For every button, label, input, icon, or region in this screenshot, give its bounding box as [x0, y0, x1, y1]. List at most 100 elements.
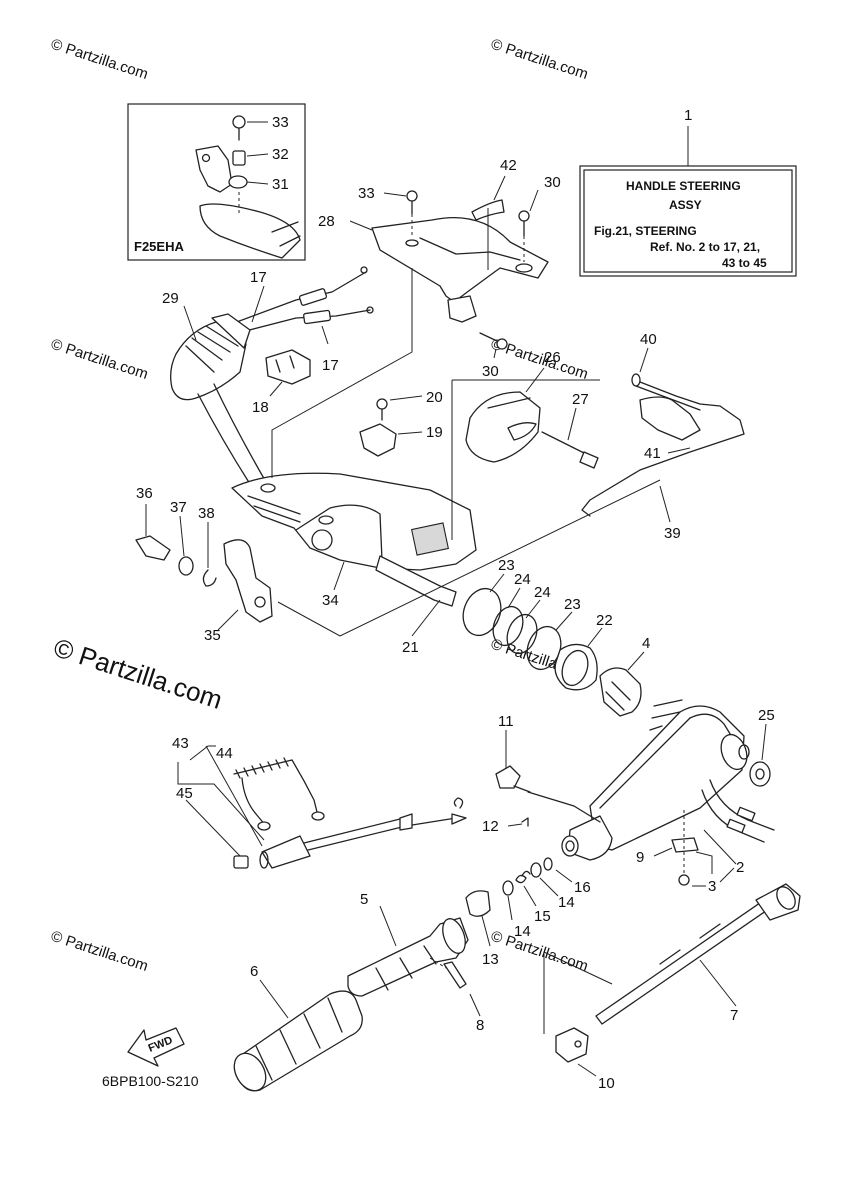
callout-44: 44 — [216, 745, 233, 762]
watermark-large: © Partzilla.com — [50, 632, 226, 715]
callout-33: 33 — [272, 114, 289, 131]
clip-pin — [453, 797, 464, 809]
shaft-21 — [375, 555, 457, 607]
note-ref: Ref. No. 2 to 17, 21, — [650, 240, 760, 254]
steering-cover-group: 28 33 30 42 30 — [318, 157, 561, 380]
bushing-stack: 23 24 24 23 22 4 — [462, 557, 650, 717]
callout-13: 13 — [482, 951, 499, 968]
bolt-33 — [406, 190, 418, 202]
cable-group: 17 17 29 18 — [162, 266, 374, 485]
washer-14 — [530, 862, 542, 878]
callout-22: 22 — [596, 612, 613, 629]
bushing-13 — [465, 890, 491, 917]
note-ref-2: 43 to 45 — [722, 256, 767, 270]
callout-19: 19 — [426, 424, 443, 441]
callout-33: 33 — [358, 185, 375, 202]
callout-25: 25 — [758, 707, 775, 724]
callout-39: 39 — [664, 525, 681, 542]
fwd-indicator: FWD — [127, 1027, 185, 1067]
callout-30: 30 — [544, 174, 561, 191]
callout-9: 9 — [636, 849, 644, 866]
callout-4: 4 — [642, 635, 650, 652]
callout-2: 2 — [736, 859, 744, 876]
callout-42: 42 — [500, 157, 517, 174]
link-assy — [639, 396, 701, 441]
ring-38 — [202, 569, 217, 587]
bracket-window — [410, 522, 450, 556]
callout-40: 40 — [640, 331, 657, 348]
bracket-group: 36 37 38 35 34 21 — [135, 472, 477, 656]
callout-14: 14 — [558, 894, 575, 911]
friction-group: 20 19 27 26 — [359, 349, 599, 469]
clip-19 — [359, 423, 397, 457]
callout-37: 37 — [170, 499, 187, 516]
callout-10: 10 — [598, 1075, 615, 1092]
callout-38: 38 — [198, 505, 215, 522]
cable-17-end-2 — [303, 309, 331, 325]
callout-35: 35 — [204, 627, 221, 644]
handle-body-2 — [589, 705, 745, 851]
washer-37 — [178, 556, 194, 576]
shift-link-group: 40 41 39 — [581, 331, 745, 542]
note-title: HANDLE STEERING — [626, 179, 741, 193]
cover-28 — [371, 217, 549, 303]
small-parts-group: 16 14 15 14 13 — [465, 857, 591, 968]
watermark: © Partzilla.com — [489, 36, 590, 83]
callout-23: 23 — [498, 557, 515, 574]
block-10 — [555, 1027, 589, 1063]
cable-17-end — [298, 288, 328, 306]
shaft-7 — [595, 895, 777, 1025]
stop-switch-group: 11 12 43 44 45 — [172, 713, 601, 869]
washer-25 — [749, 761, 771, 787]
bolt-36 — [135, 535, 171, 561]
bolt-27 — [579, 451, 599, 469]
callout-3: 3 — [708, 878, 716, 895]
washer-14-b — [502, 880, 514, 896]
ring-24 — [492, 605, 524, 647]
callout-20: 20 — [426, 389, 443, 406]
plate-9 — [671, 837, 699, 853]
callout-24-b: 24 — [534, 584, 551, 601]
callout-28: 28 — [318, 213, 335, 230]
callout-17-b: 17 — [322, 357, 339, 374]
ring-23 — [462, 587, 502, 637]
callout-32: 32 — [272, 146, 289, 163]
clip-40 — [631, 373, 641, 387]
diagram-code: 6BPB100-S210 — [102, 1073, 199, 1089]
ring-24-b — [506, 613, 538, 655]
callout-36: 36 — [136, 485, 153, 502]
grip-29 — [170, 321, 247, 401]
callout-41: 41 — [644, 445, 661, 462]
callout-8: 8 — [476, 1017, 484, 1034]
callout-11: 11 — [498, 713, 514, 730]
inset-f25eha: 33 32 31 F25EHA — [127, 103, 306, 261]
callout-5: 5 — [360, 891, 368, 908]
callout-14-b: 14 — [514, 923, 531, 940]
callout-16: 16 — [574, 879, 591, 896]
handle-steering-note: 1 HANDLE STEERING ASSY Fig.21, STEERING … — [579, 107, 797, 277]
watermark: © Partzilla.com — [489, 928, 590, 975]
washer-16 — [543, 857, 553, 871]
assembly-guides — [271, 268, 661, 637]
callout-29: 29 — [162, 290, 179, 307]
bolt-20 — [376, 398, 388, 410]
knob-11 — [495, 765, 521, 789]
bracket-31 — [195, 145, 233, 193]
switch-43 — [261, 835, 311, 869]
callout-1: 1 — [684, 107, 692, 124]
callout-15: 15 — [534, 908, 551, 925]
callout-34: 34 — [322, 592, 339, 609]
callout-6: 6 — [250, 963, 258, 980]
throttle-grip-group: 8 5 6 — [233, 891, 484, 1092]
callout-17: 17 — [250, 269, 267, 286]
plate-26 — [465, 391, 541, 463]
handle-body-group: 25 9 3 2 — [561, 699, 775, 895]
screw-8 — [443, 961, 467, 989]
spring-15 — [515, 870, 531, 884]
bolt-30-lower — [496, 338, 508, 350]
coil-cord-44 — [235, 757, 289, 779]
fwd-arrow-icon — [127, 1027, 185, 1067]
watermark: © Partzilla.com — [49, 36, 150, 83]
cap-45 — [233, 855, 249, 869]
